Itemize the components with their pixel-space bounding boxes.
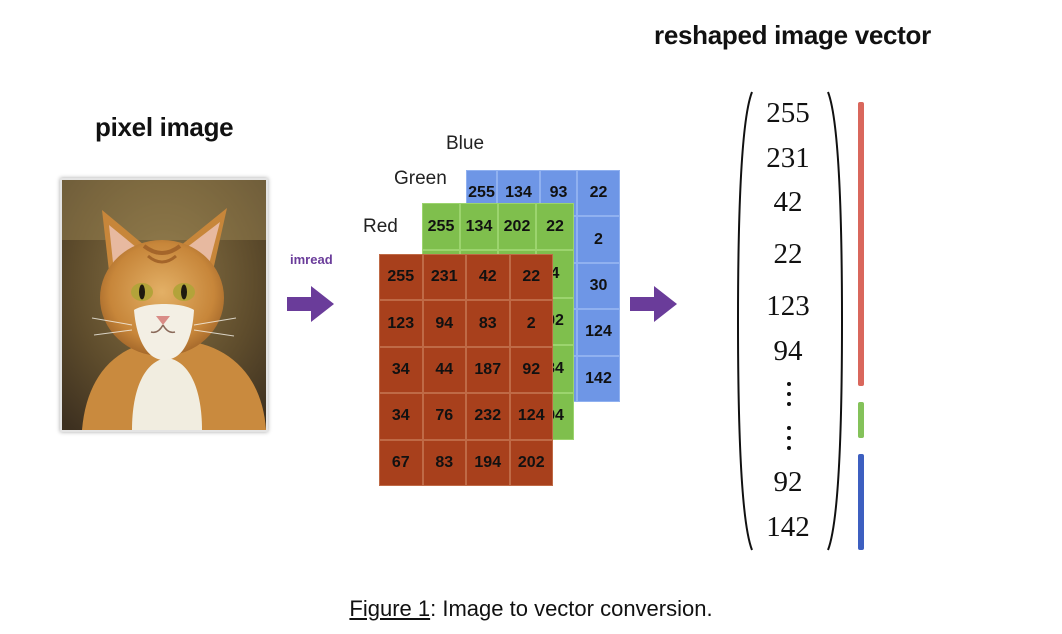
red-matrix-cell: 231: [422, 254, 466, 301]
vector-value: 22: [773, 238, 803, 270]
red-matrix-cell: 34: [379, 393, 423, 440]
cat-photo: [60, 178, 268, 432]
channel-color-bars: [858, 102, 864, 550]
reshape-arrow-icon: [630, 286, 677, 322]
red-matrix-cell: 123: [379, 300, 423, 347]
red-matrix-cell: 83: [466, 300, 510, 347]
red-matrix-cell: 255: [379, 254, 423, 301]
imread-label: imread: [290, 252, 333, 267]
red-channel-label: Red: [363, 216, 398, 237]
blue-channel-bar: [858, 454, 864, 550]
green-channel-bar: [858, 402, 864, 438]
red-matrix-cell: 76: [422, 393, 466, 440]
green-matrix-cell: 134: [460, 203, 498, 251]
vector-heading: reshaped image vector: [654, 20, 931, 50]
red-matrix-cell: 22: [509, 254, 553, 301]
vector-value: 142: [766, 511, 810, 543]
vector-brackets: [736, 91, 844, 551]
blue-matrix-cell: 124: [577, 309, 620, 356]
vector-value: 42: [773, 186, 803, 218]
imread-arrow-icon: [287, 286, 334, 322]
red-matrix-cell: 42: [466, 254, 510, 301]
vector-value: 231: [766, 142, 810, 174]
figure-reference-link[interactable]: Figure 1: [349, 596, 431, 621]
red-matrix-cell: 83: [422, 439, 466, 486]
figure-caption: Figure 1: Image to vector conversion.: [0, 596, 1062, 622]
red-matrix-cell: 92: [509, 346, 553, 394]
red-matrix-cell: 44: [422, 346, 466, 394]
green-matrix-cell: 22: [536, 203, 574, 251]
blue-channel-label: Blue: [446, 133, 485, 154]
red-matrix-cell: 124: [509, 393, 553, 440]
vector-value: 94: [773, 335, 803, 367]
cat-image: [62, 180, 266, 430]
green-matrix-cell: 202: [498, 203, 536, 251]
red-matrix-cell: 2: [509, 300, 553, 347]
red-matrix-cell: 232: [466, 393, 510, 440]
blue-matrix-cell: 142: [577, 355, 620, 402]
red-matrix-cell: 187: [466, 346, 510, 394]
blue-matrix-cell: 30: [577, 262, 620, 310]
vector-ellipsis-icon: [787, 382, 791, 450]
vector-value: 255: [766, 97, 810, 129]
red-matrix-cell: 194: [466, 439, 510, 486]
green-matrix-cell: 255: [422, 203, 460, 251]
red-matrix-cell: 67: [379, 439, 423, 486]
red-matrix-cell: 94: [422, 300, 466, 347]
red-matrix-cell: 34: [379, 346, 423, 394]
red-matrix-cell: 202: [509, 439, 553, 486]
green-channel-label: Green: [394, 168, 447, 189]
red-channel-bar: [858, 102, 864, 386]
pixel-image-heading: pixel image: [95, 112, 234, 142]
vector-value: 92: [773, 466, 803, 498]
blue-matrix-cell: 2: [577, 216, 620, 263]
vector-value: 123: [766, 290, 810, 322]
caption-text: : Image to vector conversion.: [430, 596, 713, 621]
blue-matrix-cell: 22: [577, 170, 620, 217]
